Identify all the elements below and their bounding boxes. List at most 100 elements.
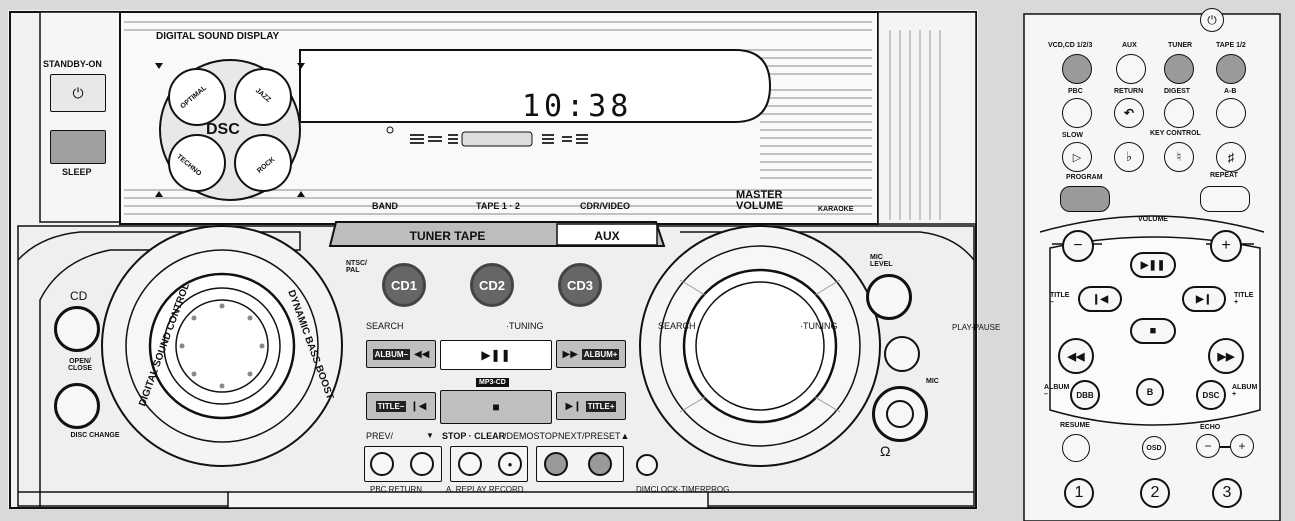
remote-dsc-label: DSC xyxy=(1202,390,1220,400)
fast-forward-icon: ▶▶ xyxy=(1217,350,1235,363)
tape-left-button[interactable] xyxy=(544,452,568,476)
remote-natural-button[interactable]: ♮ xyxy=(1164,142,1194,172)
remote-dbb-label: DBB xyxy=(1076,390,1094,400)
remote-fast-forward-button[interactable]: ▶▶ xyxy=(1208,338,1244,374)
remote-next-button[interactable]: ▶❙ xyxy=(1182,286,1226,312)
number-1-label: 1 xyxy=(1074,484,1084,501)
dim-button[interactable] xyxy=(636,454,658,476)
remote-number-2[interactable]: 2 xyxy=(1140,478,1170,508)
play-pause-side-button[interactable] xyxy=(884,336,920,372)
prev-label: PREV/ xyxy=(366,431,394,441)
replay-button[interactable] xyxy=(458,452,482,476)
remote-aux-button[interactable] xyxy=(1116,54,1146,84)
remote-echo-plus[interactable]: + xyxy=(1230,434,1254,458)
remote-number-3[interactable]: 3 xyxy=(1212,478,1242,508)
remote-dbb-button[interactable]: DBB xyxy=(1070,380,1100,410)
remote-number-1[interactable]: 1 xyxy=(1064,478,1094,508)
disc-change-button[interactable] xyxy=(54,383,100,429)
pbc-button[interactable] xyxy=(370,452,394,476)
title-minus-label: TITLE– xyxy=(375,400,407,412)
rewind-icon: ◀◀ xyxy=(413,348,430,360)
headphone-icon: Ω xyxy=(880,443,891,459)
sleep-button[interactable] xyxy=(50,130,106,164)
standby-label: STANDBY-ON xyxy=(43,59,102,69)
mic-level-knob[interactable] xyxy=(866,274,912,320)
title-minus-button[interactable]: TITLE– ❙◀ xyxy=(366,392,436,420)
album-plus-button[interactable]: ▶▶ ALBUM+ xyxy=(556,340,626,368)
stop-button[interactable]: ■ xyxy=(440,390,552,424)
stop-icon: ■ xyxy=(1149,325,1157,337)
remote-play-pause-button[interactable]: ▶❚❚ xyxy=(1130,252,1176,278)
title-plus-label: TITLE+ xyxy=(585,400,617,412)
remote-dsc-button[interactable]: DSC xyxy=(1196,380,1226,410)
remote-digest-label: DIGEST xyxy=(1164,88,1191,95)
remote-sharp-button[interactable]: ♯ xyxy=(1216,142,1246,172)
next-icon: ▶❙ xyxy=(565,400,582,412)
remote-tuner-button[interactable] xyxy=(1164,54,1194,84)
number-2-label: 2 xyxy=(1150,484,1160,501)
remote-pbc-label: PBC xyxy=(1068,88,1083,95)
remote-stop-button[interactable]: ■ xyxy=(1130,318,1176,344)
remote-program-label: PROGRAM xyxy=(1066,174,1103,181)
remote-return-button[interactable]: ↶ xyxy=(1114,98,1144,128)
remote-resume-button[interactable] xyxy=(1062,434,1090,462)
power-icon: ⏻ xyxy=(72,84,84,101)
play-pause-label: PLAY-PAUSE xyxy=(952,323,1001,332)
album-minus-button[interactable]: ALBUM– ◀◀ xyxy=(366,340,436,368)
remote-b-label: B xyxy=(1146,387,1154,397)
stop-icon: ■ xyxy=(492,400,500,414)
source-tuner-tape[interactable]: TUNER TAPE xyxy=(409,229,486,243)
cd2-button[interactable]: CD2 xyxy=(470,263,514,307)
play-pause-icon: ▶❚❚ xyxy=(481,348,511,362)
remote-prev-button[interactable]: ❙◀ xyxy=(1078,286,1122,312)
search-right-label: SEARCH xyxy=(658,321,696,331)
play-pause-button[interactable]: ▶❚❚ xyxy=(440,340,552,370)
remote-ab-button[interactable] xyxy=(1216,98,1246,128)
remote-rewind-button[interactable]: ◀◀ xyxy=(1058,338,1094,374)
disc-change-label: DISC CHANGE xyxy=(70,432,120,439)
clock-readout: 10:38 xyxy=(522,89,633,124)
remote-pbc-button[interactable] xyxy=(1062,98,1092,128)
remote-digest-button[interactable] xyxy=(1164,98,1194,128)
remote-vcd-button[interactable] xyxy=(1062,54,1092,84)
master-volume-label: MASTER VOLUME xyxy=(736,189,784,212)
remote-flat-button[interactable]: ♭ xyxy=(1114,142,1144,172)
dsc-cluster xyxy=(155,59,305,201)
remote-program-button[interactable] xyxy=(1060,186,1110,212)
remote-slow-button[interactable]: ▷ xyxy=(1062,142,1092,172)
dim-clock-label: DIMCLOCK·TIMERPROG xyxy=(636,485,730,494)
cd3-button[interactable]: CD3 xyxy=(558,263,602,307)
minus-icon: − xyxy=(1073,237,1083,254)
sleep-label: SLEEP xyxy=(62,167,92,177)
rewind-icon: ◀◀ xyxy=(1067,350,1085,363)
natural-icon: ♮ xyxy=(1176,149,1182,164)
remote-echo-label: ECHO xyxy=(1200,424,1221,431)
return-button[interactable] xyxy=(410,452,434,476)
cd-label: CD xyxy=(70,289,88,303)
remote-repeat-button[interactable] xyxy=(1200,186,1250,212)
source-aux[interactable]: AUX xyxy=(594,229,620,243)
open-close-button[interactable] xyxy=(54,306,100,352)
remote-return-label: RETURN xyxy=(1114,88,1144,95)
remote-tape-button[interactable] xyxy=(1216,54,1246,84)
replay-record-label: A. REPLAY RECORD xyxy=(446,485,524,494)
tape-right-button[interactable] xyxy=(588,452,612,476)
tuning-mid-label: ·TUNING xyxy=(506,321,544,331)
search-left-label: SEARCH xyxy=(366,321,404,331)
remote-volume-up[interactable]: + xyxy=(1210,230,1242,262)
standby-button[interactable]: ⏻ xyxy=(50,74,106,112)
remote-b-button[interactable]: B xyxy=(1136,378,1164,406)
remote-power-button[interactable]: ⏻ xyxy=(1200,8,1224,32)
title-plus-button[interactable]: ▶❙ TITLE+ xyxy=(556,392,626,420)
mic-jack[interactable] xyxy=(872,386,928,442)
remote-echo-minus[interactable]: − xyxy=(1196,434,1220,458)
play-pause-icon: ▶❚❚ xyxy=(1140,259,1166,271)
remote-osd-button[interactable]: OSD xyxy=(1142,436,1166,460)
cd1-button[interactable]: CD1 xyxy=(382,263,426,307)
remote-volume-down[interactable]: − xyxy=(1062,230,1094,262)
tape-label: TAPE 1 · 2 xyxy=(476,201,520,211)
record-button[interactable]: ● xyxy=(498,452,522,476)
sharp-icon: ♯ xyxy=(1227,149,1235,165)
cdr-label: CDR/VIDEO xyxy=(580,201,631,211)
minus-icon: − xyxy=(1204,439,1212,453)
